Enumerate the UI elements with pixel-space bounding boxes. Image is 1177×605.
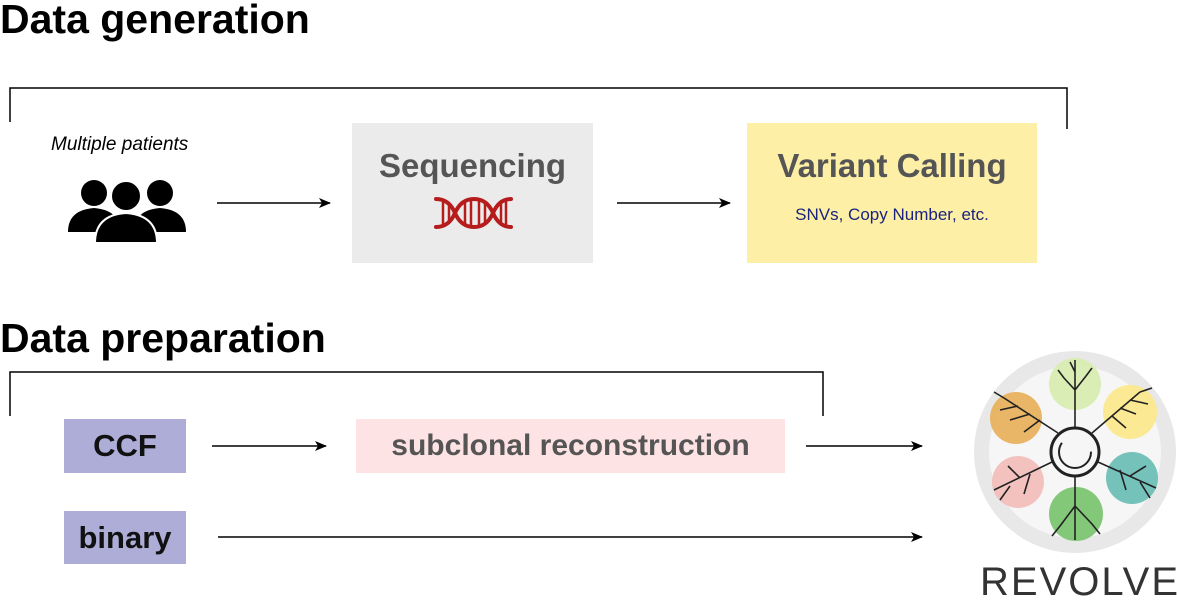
subclonal-reconstruction-box: subclonal reconstruction xyxy=(356,419,785,473)
people-icon xyxy=(68,180,186,244)
sequencing-label: Sequencing xyxy=(378,147,567,184)
variant-calling-label: Variant Calling xyxy=(777,147,1007,184)
binary-label: binary xyxy=(78,519,172,555)
sequencing-box: Sequencing xyxy=(352,123,593,263)
variant-calling-subtitle: SNVs, Copy Number, etc. xyxy=(795,205,989,224)
binary-box: binary xyxy=(64,511,186,564)
variant-calling-box: Variant Calling SNVs, Copy Number, etc. xyxy=(747,123,1037,263)
patients-caption: Multiple patients xyxy=(51,134,189,155)
ccf-label: CCF xyxy=(93,428,157,463)
data-generation-title: Data generation xyxy=(0,0,310,42)
preparation-bracket xyxy=(9,371,824,416)
revolver-logo-icon xyxy=(974,351,1176,553)
data-preparation-title: Data preparation xyxy=(0,315,326,361)
subclonal-reconstruction-label: subclonal reconstruction xyxy=(391,429,750,462)
ccf-box: CCF xyxy=(64,419,186,473)
revolver-logo-text: REVOLVER xyxy=(980,560,1177,604)
